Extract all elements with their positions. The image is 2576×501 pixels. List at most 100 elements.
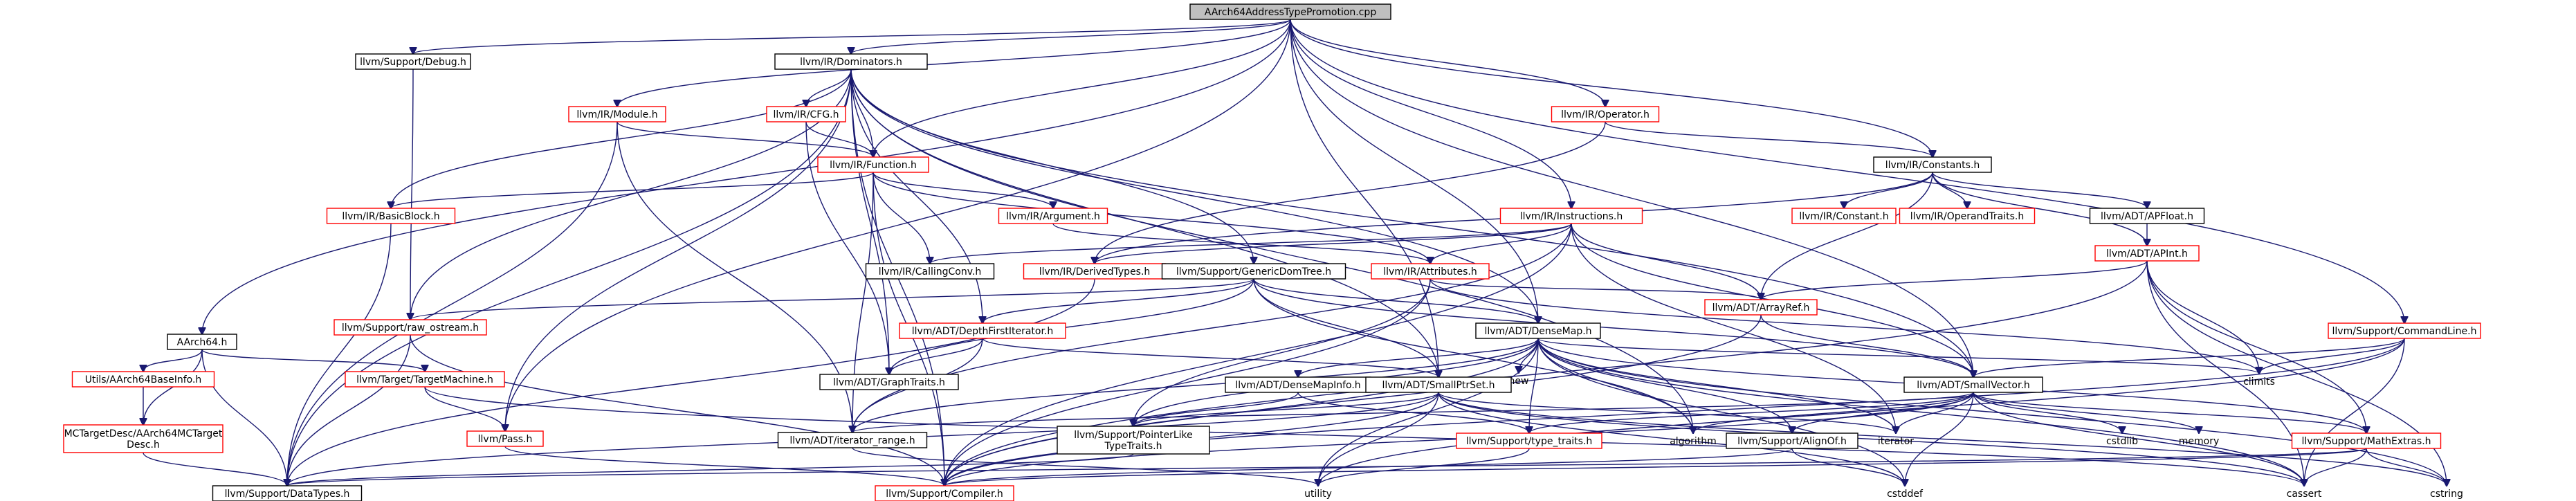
node-label-apint: llvm/ADT/APInt.h <box>2106 248 2188 259</box>
node-datatypes[interactable]: llvm/Support/DataTypes.h <box>212 485 363 501</box>
node-constants[interactable]: llvm/IR/Constants.h <box>1873 156 1992 173</box>
node-smallvector[interactable]: llvm/ADT/SmallVector.h <box>1903 376 2043 393</box>
node-box-operator[interactable] <box>1551 106 1660 122</box>
node-box-arrayref[interactable] <box>1704 299 1818 316</box>
node-typetraits[interactable]: llvm/Support/type_traits.h <box>1456 432 1602 449</box>
node-box-constants[interactable] <box>1873 156 1992 173</box>
edge-root-to-dominators <box>851 19 1291 54</box>
node-box-rawostream[interactable] <box>334 319 487 336</box>
node-box-basicblock[interactable] <box>326 208 456 224</box>
node-iteratorrange[interactable]: llvm/ADT/iterator_range.h <box>777 432 928 448</box>
node-alignof[interactable]: llvm/Support/AlignOf.h <box>1726 432 1858 449</box>
node-dominators[interactable]: llvm/IR/Dominators.h <box>774 53 928 70</box>
node-function[interactable]: llvm/IR/Function.h <box>817 156 929 173</box>
node-box-smallptrset[interactable] <box>1365 376 1512 393</box>
node-pass[interactable]: llvm/Pass.h <box>466 430 544 447</box>
node-box-pass[interactable] <box>466 430 544 447</box>
node-box-smallvector[interactable] <box>1903 376 2043 393</box>
node-debug[interactable]: llvm/Support/Debug.h <box>355 53 471 70</box>
node-targetmachine[interactable]: llvm/Target/TargetMachine.h <box>345 371 505 388</box>
node-densemap[interactable]: llvm/ADT/DenseMap.h <box>1475 322 1601 339</box>
node-box-mctargetdesc[interactable] <box>63 424 223 453</box>
node-aarch64[interactable]: AArch64.h <box>167 334 237 350</box>
node-box-iteratorrange[interactable] <box>777 432 928 448</box>
node-rawostream[interactable]: llvm/Support/raw_ostream.h <box>334 319 487 336</box>
node-operator[interactable]: llvm/IR/Operator.h <box>1551 106 1660 122</box>
node-label-baseinfo: Utils/AArch64BaseInfo.h <box>85 374 202 385</box>
node-cfg[interactable]: llvm/IR/CFG.h <box>766 106 846 122</box>
node-label-pointerlike-line1: TypeTraits.h <box>1104 441 1162 452</box>
node-box-argument[interactable] <box>998 208 1108 224</box>
edge-pointerlike-to-datatypes <box>287 453 1134 486</box>
node-baseinfo[interactable]: Utils/AArch64BaseInfo.h <box>71 371 215 388</box>
node-derivedtypes[interactable]: llvm/IR/DerivedTypes.h <box>1023 263 1167 280</box>
node-label-module: llvm/IR/Module.h <box>576 109 657 120</box>
node-box-constant[interactable] <box>1791 208 1897 224</box>
node-box-depthfirst[interactable] <box>899 322 1066 339</box>
node-box-cfg[interactable] <box>766 106 846 122</box>
node-smallptrset[interactable]: llvm/ADT/SmallPtrSet.h <box>1365 376 1512 393</box>
node-label-cstddef: cstddef <box>1887 489 1924 500</box>
node-box-typetraits[interactable] <box>1456 432 1602 449</box>
node-cstring: cstring <box>2430 489 2463 500</box>
node-box-debug[interactable] <box>355 53 471 70</box>
node-densemapinfo[interactable]: llvm/ADT/DenseMapInfo.h <box>1225 376 1371 393</box>
node-box-instructions[interactable] <box>1499 208 1643 224</box>
node-label-new: new <box>1509 376 1529 387</box>
node-attributes[interactable]: llvm/IR/Attributes.h <box>1371 263 1490 280</box>
node-box-datatypes[interactable] <box>212 485 363 501</box>
node-basicblock[interactable]: llvm/IR/BasicBlock.h <box>326 208 456 224</box>
node-apfloat[interactable]: llvm/ADT/APFloat.h <box>2089 208 2205 224</box>
node-label-function: llvm/IR/Function.h <box>830 160 917 171</box>
edge-smallvector-to-typetraits <box>1529 392 1974 433</box>
node-box-dominators[interactable] <box>774 53 928 70</box>
edge-cfg-to-function <box>805 121 873 157</box>
node-compiler[interactable]: llvm/Support/Compiler.h <box>875 485 1014 501</box>
edge-attributes-to-compiler <box>944 278 1431 486</box>
node-box-mathextras[interactable] <box>2291 432 2442 449</box>
node-box-aarch64[interactable] <box>167 334 237 350</box>
node-box-densemap[interactable] <box>1475 322 1601 339</box>
edge-function-to-basicblock <box>391 172 874 208</box>
node-box-targetmachine[interactable] <box>345 371 505 388</box>
node-box-graphtraits[interactable] <box>819 374 959 390</box>
node-operandtraits[interactable]: llvm/IR/OperandTraits.h <box>1899 208 2036 224</box>
node-mathextras[interactable]: llvm/Support/MathExtras.h <box>2291 432 2442 449</box>
node-label-cassert: cassert <box>2287 489 2322 500</box>
edge-attributes-to-climits <box>1429 278 2259 374</box>
edge-dominators-to-densemap <box>850 69 1538 323</box>
node-constant[interactable]: llvm/IR/Constant.h <box>1791 208 1897 224</box>
node-module[interactable]: llvm/IR/Module.h <box>568 106 666 122</box>
node-box-alignof[interactable] <box>1726 432 1858 449</box>
node-box-baseinfo[interactable] <box>71 371 215 388</box>
node-box-callingconv[interactable] <box>865 263 995 280</box>
node-box-module[interactable] <box>568 106 666 122</box>
node-label-rawostream: llvm/Support/raw_ostream.h <box>342 322 479 334</box>
edge-smallptrset-to-utility <box>1318 392 1439 486</box>
node-genericdomtree[interactable]: llvm/Support/GenericDomTree.h <box>1161 263 1346 280</box>
edge-root-to-pass <box>505 19 1291 431</box>
node-box-function[interactable] <box>817 156 929 173</box>
node-box-operandtraits[interactable] <box>1899 208 2036 224</box>
node-box-pointerlike[interactable] <box>1057 426 1210 455</box>
node-box-apfloat[interactable] <box>2089 208 2205 224</box>
node-label-depthfirst: llvm/ADT/DepthFirstIterator.h <box>912 326 1054 337</box>
node-apint[interactable]: llvm/ADT/APInt.h <box>2094 245 2200 262</box>
node-argument[interactable]: llvm/IR/Argument.h <box>998 208 1108 224</box>
node-graphtraits[interactable]: llvm/ADT/GraphTraits.h <box>819 374 959 390</box>
node-instructions[interactable]: llvm/IR/Instructions.h <box>1499 208 1643 224</box>
node-commandline[interactable]: llvm/Support/CommandLine.h <box>2328 322 2481 339</box>
node-arrayref[interactable]: llvm/ADT/ArrayRef.h <box>1704 299 1818 316</box>
node-box-genericdomtree[interactable] <box>1161 263 1346 280</box>
node-box-apint[interactable] <box>2094 245 2200 262</box>
node-box-compiler[interactable] <box>875 485 1014 501</box>
node-depthfirst[interactable]: llvm/ADT/DepthFirstIterator.h <box>899 322 1066 339</box>
node-box-commandline[interactable] <box>2328 322 2481 339</box>
edge-attributes-to-pointerlike <box>1133 278 1431 426</box>
node-label-utility: utility <box>1304 489 1332 500</box>
node-label-operandtraits: llvm/IR/OperandTraits.h <box>1910 211 2024 222</box>
node-box-attributes[interactable] <box>1371 263 1490 280</box>
node-callingconv[interactable]: llvm/IR/CallingConv.h <box>865 263 995 280</box>
